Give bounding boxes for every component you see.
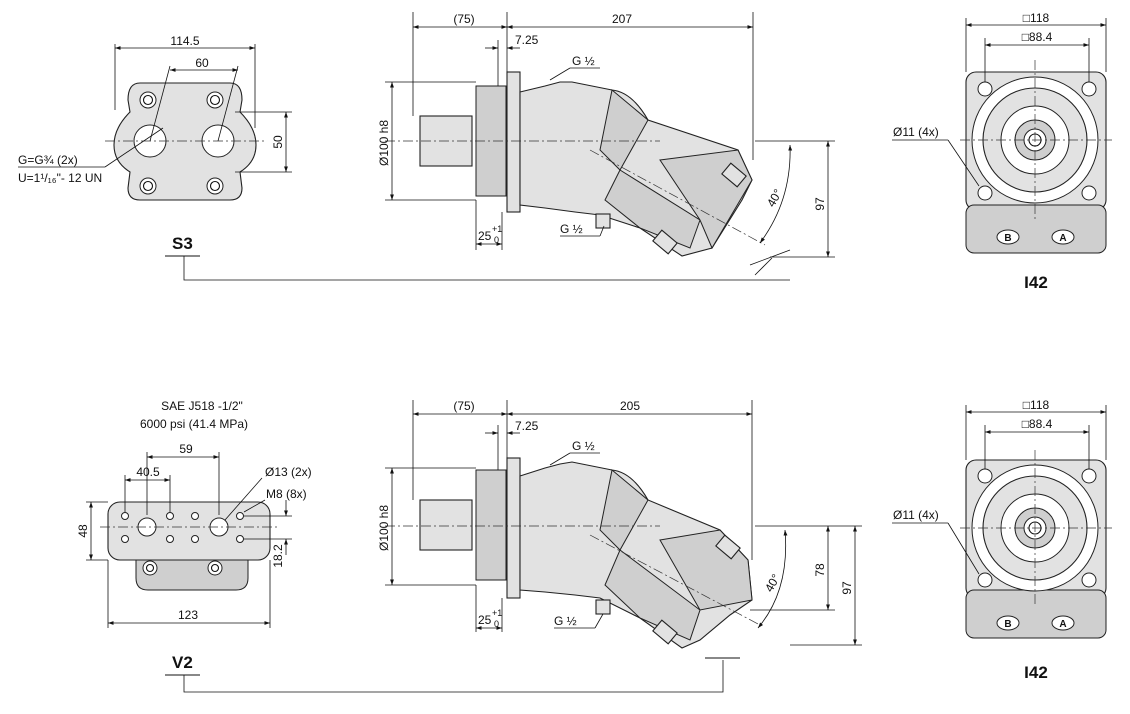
v2-dim-tol-lower: 0	[494, 619, 499, 629]
v2-rear-view: B A □118 □88.4 Ø11 (4x) I42	[892, 398, 1112, 682]
v2-dim-bolt-height: 18.2	[271, 544, 285, 568]
s3-dim-width: 114.5	[170, 34, 199, 48]
v2-label: V2	[172, 653, 193, 672]
v2-side-view: (75) 205 7.25 Ø100 h8 25 +1 0 78 97 40° …	[377, 399, 862, 649]
v2-rear-label: I42	[1024, 663, 1048, 682]
s3-port-top: G ½	[572, 54, 595, 68]
v2-rear-port-b: B	[1004, 619, 1011, 630]
v2-dim-height: 48	[76, 524, 90, 538]
v2-port-top: G ½	[572, 439, 595, 453]
s3-rear-dim-outer: □118	[1023, 11, 1050, 25]
v2-rear-port-a: A	[1059, 619, 1066, 630]
s3-side-view: (75) 207 7.25 Ø100 h8 25 +1 0 97 40° G ½…	[377, 12, 835, 276]
v2-dim-tol-upper: +1	[492, 608, 502, 618]
shaft	[419, 499, 473, 551]
v2-dim-shaft-length: (75)	[453, 399, 474, 413]
s3-port-note-2: U=1¹/₁₆"- 12 UN	[18, 171, 102, 185]
s3-dim-overall: 207	[612, 12, 632, 26]
v2-dim-angle: 40°	[762, 571, 783, 594]
s3-rear-view: B A □118 □88.4 Ø11 (4x) I42	[892, 11, 1112, 292]
v2-spec-2: 6000 psi (41.4 MPa)	[140, 417, 248, 431]
v2-spec-1: SAE J518 -1/2"	[161, 399, 243, 413]
s3-dim-tol-lower: 0	[494, 235, 499, 245]
v2-front-port-view: SAE J518 -1/2" 6000 psi (41.4 MPa) 59 40…	[76, 399, 312, 628]
s3-rear-dim-holes: Ø11 (4x)	[893, 125, 939, 139]
s3-dim-pilot: Ø100 h8	[377, 120, 391, 166]
s3-rear-label: I42	[1024, 273, 1048, 292]
v2-rear-dim-holes: Ø11 (4x)	[893, 508, 939, 522]
v2-rear-dim-outer: □118	[1023, 398, 1050, 412]
v2-dim-shaft-offset: 25	[478, 613, 492, 627]
s3-rear-port-b: B	[1004, 233, 1011, 244]
s3-dim-height: 50	[271, 135, 285, 149]
s3-dim-flange: 7.25	[515, 33, 539, 47]
mounting-flange	[506, 71, 521, 213]
v2-dim-threads: M8 (8x)	[266, 487, 307, 501]
v2-dim-flange: 7.25	[515, 419, 539, 433]
s3-rear-dim-inner: □88.4	[1022, 30, 1053, 44]
v2-dim-height-inner: 78	[813, 563, 827, 577]
v2-dim-port-spacing: 59	[179, 442, 193, 456]
mounting-flange	[506, 457, 521, 599]
s3-port-bottom: G ½	[560, 222, 583, 236]
s3-dim-angle: 40°	[764, 186, 785, 209]
v2-dim-bolt-spacing: 40.5	[136, 465, 160, 479]
s3-dim-port-spacing: 60	[195, 56, 209, 70]
v2-dim-holes: Ø13 (2x)	[265, 465, 312, 479]
v2-dim-overall: 205	[620, 399, 640, 413]
s3-dim-shaft-offset: 25	[478, 229, 492, 243]
s3-dim-tol-upper: +1	[492, 224, 502, 234]
v2-rear-dim-inner: □88.4	[1022, 417, 1053, 431]
s3-connector-line	[183, 256, 790, 281]
v2-dim-height: 97	[840, 581, 854, 595]
s3-dim-shaft-length: (75)	[453, 12, 474, 26]
v2-port-bottom: G ½	[554, 614, 577, 628]
s3-front-port-view: 114.5 60 50 G=G¾ (2x) U=1¹/₁₆"- 12 UN	[18, 34, 292, 201]
s3-rear-port-a: A	[1059, 233, 1066, 244]
s3-dim-height: 97	[813, 197, 827, 211]
v2-dim-pilot: Ø100 h8	[377, 505, 391, 551]
v2-connector-line	[183, 660, 724, 693]
s3-port-note-1: G=G¾ (2x)	[18, 153, 78, 167]
s3-label: S3	[172, 234, 193, 253]
v2-dim-width: 123	[178, 608, 198, 622]
